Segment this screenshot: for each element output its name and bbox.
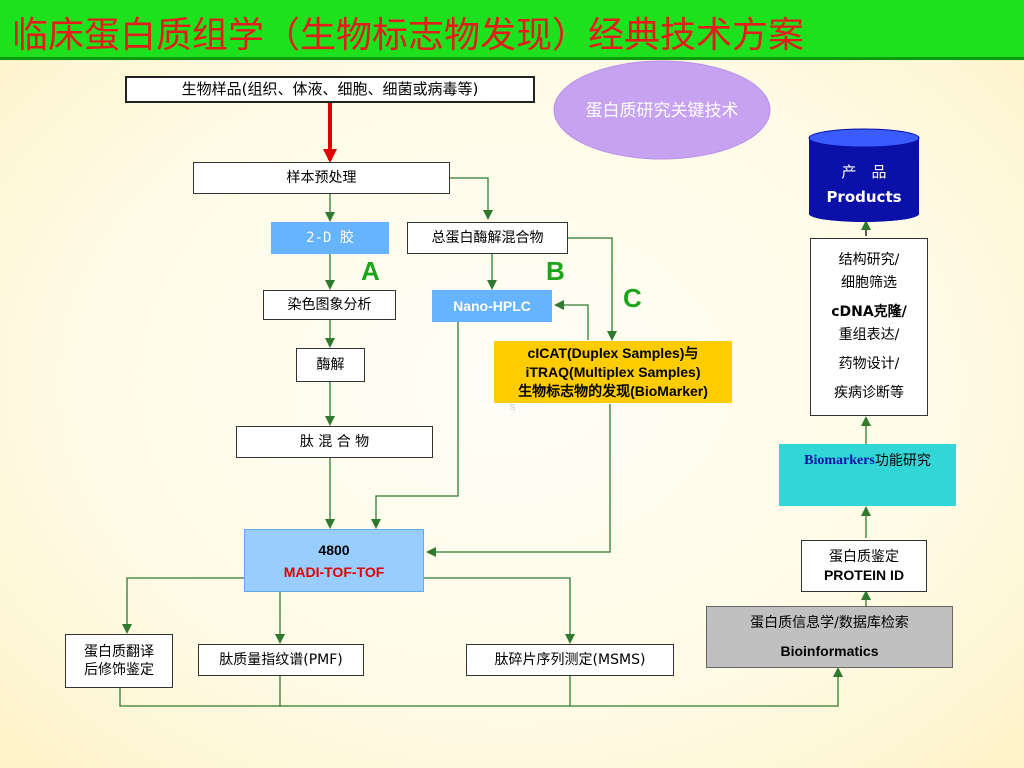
enzyme-box: 酶解	[296, 348, 365, 382]
stain-box: 染色图象分析	[263, 290, 396, 320]
products-cn: 产 品	[841, 162, 887, 181]
structure-line1: 结构研究/	[838, 252, 900, 268]
icat-overflow-text: s	[510, 401, 516, 413]
icat-line1: cICAT(Duplex Samples)与	[527, 344, 699, 361]
key-tech-oval-label: 蛋白质研究关键技术	[585, 100, 739, 121]
bioinfo-line2: Bioinformatics	[780, 643, 879, 659]
arrow-pretreat-digest	[450, 177, 493, 220]
maldi-line1: 4800	[318, 541, 350, 558]
msms-box: 肽碎片序列测定(MSMS)	[466, 644, 674, 676]
arrow-icat-nano	[554, 300, 589, 340]
products-label: 产 品 Products	[810, 156, 918, 214]
sample-box: 生物样品(组织、体液、细胞、细菌或病毒等)	[125, 76, 535, 103]
protein-id-line2: PROTEIN ID	[823, 567, 905, 583]
arrow-maldi-ptm	[122, 577, 244, 634]
maldi-box: 4800 MADI-TOF-TOF	[244, 529, 424, 592]
nano-hplc-box: Nano-HPLC	[432, 290, 552, 322]
peptide-mix-box: 肽 混 合 物	[236, 426, 433, 458]
key-tech-oval	[553, 60, 771, 160]
products-cylinder	[808, 128, 920, 222]
ptm-line1: 蛋白质翻译	[84, 643, 154, 660]
icat-itraq-box: cICAT(Duplex Samples)与 iTRAQ(Multiplex S…	[494, 341, 732, 403]
products-en: Products	[826, 188, 902, 206]
label-a: A	[361, 256, 380, 286]
structure-line4: 重组表达/	[838, 327, 900, 343]
page-title: 临床蛋白质组学（生物标志物发现）经典技术方案	[12, 15, 805, 56]
digest-mix-box: 总蛋白酶解混合物	[407, 222, 568, 254]
bioinformatics-box: 蛋白质信息学/数据库检索 Bioinformatics	[706, 606, 953, 668]
arrow-collector-bioinfo	[119, 667, 843, 707]
maldi-line2: MADI-TOF-TOF	[283, 563, 385, 580]
bioinfo-line1: 蛋白质信息学/数据库检索	[750, 615, 909, 631]
biomarker-func-cn: 功能研究	[874, 453, 931, 469]
protein-id-line1: 蛋白质鉴定	[829, 548, 899, 565]
structure-research-box: 结构研究/ 细胞筛选 cDNA克隆/ 重组表达/ 药物设计/ 疾病诊断等	[810, 238, 928, 416]
arrow-nano-maldi	[371, 322, 459, 529]
pmf-box: 肽质量指纹谱(PMF)	[198, 644, 364, 676]
structure-line6: 疾病诊断等	[834, 385, 904, 401]
arrow-maldi-msms	[424, 577, 575, 644]
structure-line2: 细胞筛选	[841, 275, 897, 291]
ptm-box: 蛋白质翻译 后修饰鉴定	[65, 634, 173, 688]
protein-id-box: 蛋白质鉴定 PROTEIN ID	[801, 540, 927, 592]
ptm-line2: 后修饰鉴定	[84, 662, 154, 678]
title-bar: 临床蛋白质组学（生物标志物发现）经典技术方案	[0, 0, 1024, 60]
biomarker-function-box: Biomarkers 功能研究	[779, 444, 956, 506]
icat-line3: 生物标志物的发现(BioMarker)	[518, 382, 708, 399]
label-c: C	[623, 283, 642, 313]
arrow-icat-maldi	[426, 404, 611, 557]
arrow-digest-icat	[568, 237, 617, 341]
pretreat-box: 样本预处理	[193, 162, 450, 194]
icat-line2: iTRAQ(Multiplex Samples)	[525, 363, 701, 380]
label-b: B	[546, 256, 565, 286]
gel-box: 2-D 胶	[271, 222, 389, 254]
structure-line5: 药物设计/	[838, 356, 900, 372]
biomarker-func-en: Biomarkers	[804, 453, 875, 468]
structure-line3: cDNA克隆/	[831, 304, 907, 320]
